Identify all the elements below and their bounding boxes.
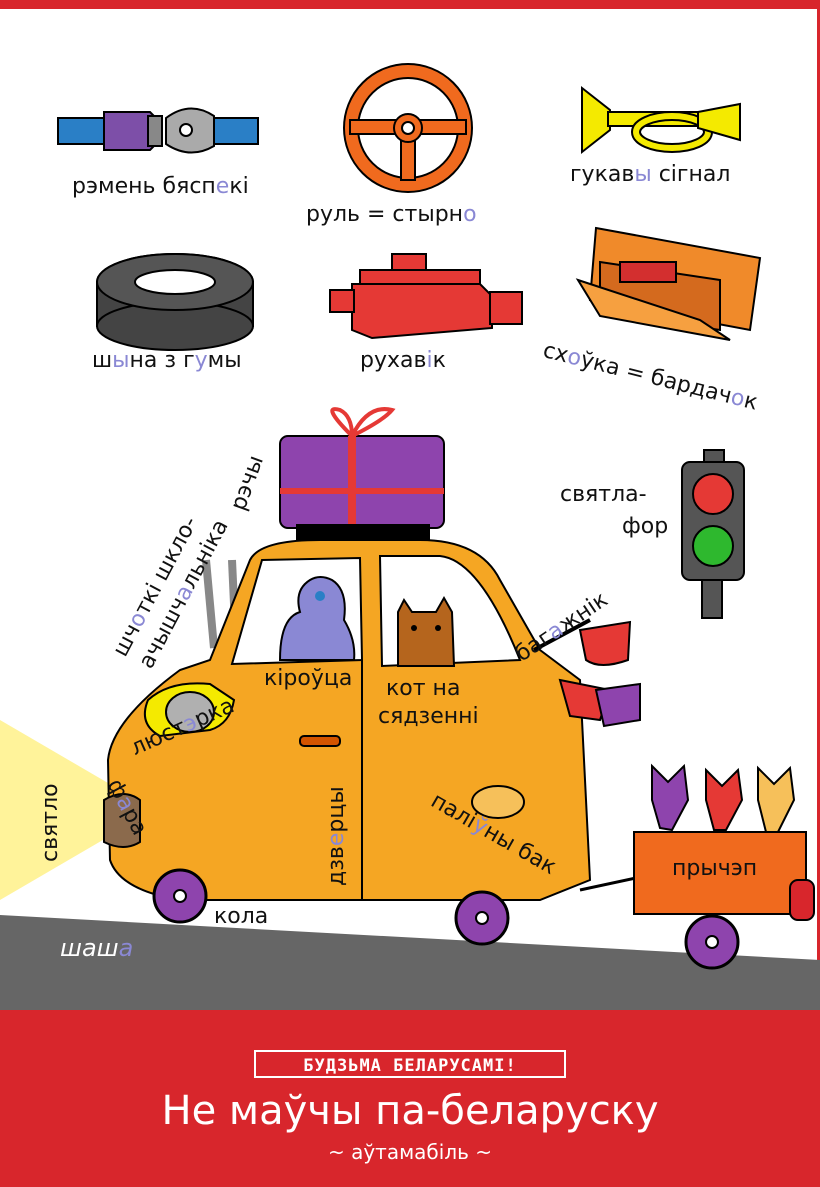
footer-banner <box>0 1010 820 1187</box>
label-wheel: кола <box>214 904 269 929</box>
label-road: шаша <box>60 934 134 962</box>
steering-wheel-icon <box>343 63 473 193</box>
car-lights <box>103 682 236 848</box>
seat-belt-icon <box>57 107 259 154</box>
label-light: святло <box>38 783 63 862</box>
label-cat-line2: сядзенні <box>378 704 479 729</box>
tire-icon <box>96 253 254 351</box>
engine-icon <box>329 253 523 340</box>
label-engine: рухавік <box>360 348 446 373</box>
road <box>0 915 820 1010</box>
trailer-icon <box>579 763 815 970</box>
car-wheel-front-icon <box>152 868 208 924</box>
car-wheel-rear-icon <box>454 890 510 946</box>
trunk-flowers <box>533 618 641 728</box>
top-red-strip <box>0 0 820 9</box>
horn-icon <box>581 85 741 155</box>
label-traffic-light-line2: фор <box>622 514 669 539</box>
footer-subtitle: ~ аўтамабіль ~ <box>327 1140 493 1164</box>
campaign-badge: БУДЗЬМА БЕЛАРУСАМІ! <box>254 1050 566 1078</box>
footer-title: Не маўчы па-беларуску <box>161 1088 659 1134</box>
driver-figure <box>278 576 356 661</box>
label-cat-line1: кот на <box>386 676 461 701</box>
label-tire: шына з гумы <box>92 348 242 373</box>
label-trailer: прычэп <box>672 856 758 881</box>
label-doors: дзверцы <box>324 786 349 886</box>
label-horn: гукавы сігнал <box>570 162 731 187</box>
light-beam <box>0 720 120 900</box>
label-traffic-light-line1: святла- <box>560 482 647 507</box>
label-seat-belt: рэмень бяспекі <box>72 174 249 199</box>
label-driver: кіроўца <box>264 666 353 691</box>
gift-box-icon <box>279 407 445 540</box>
cat-figure <box>397 595 456 667</box>
right-red-edge <box>817 0 820 1010</box>
traffic-light-icon <box>681 449 745 619</box>
glove-box-icon <box>575 226 762 341</box>
label-steering-wheel: руль = стырно <box>306 202 477 227</box>
